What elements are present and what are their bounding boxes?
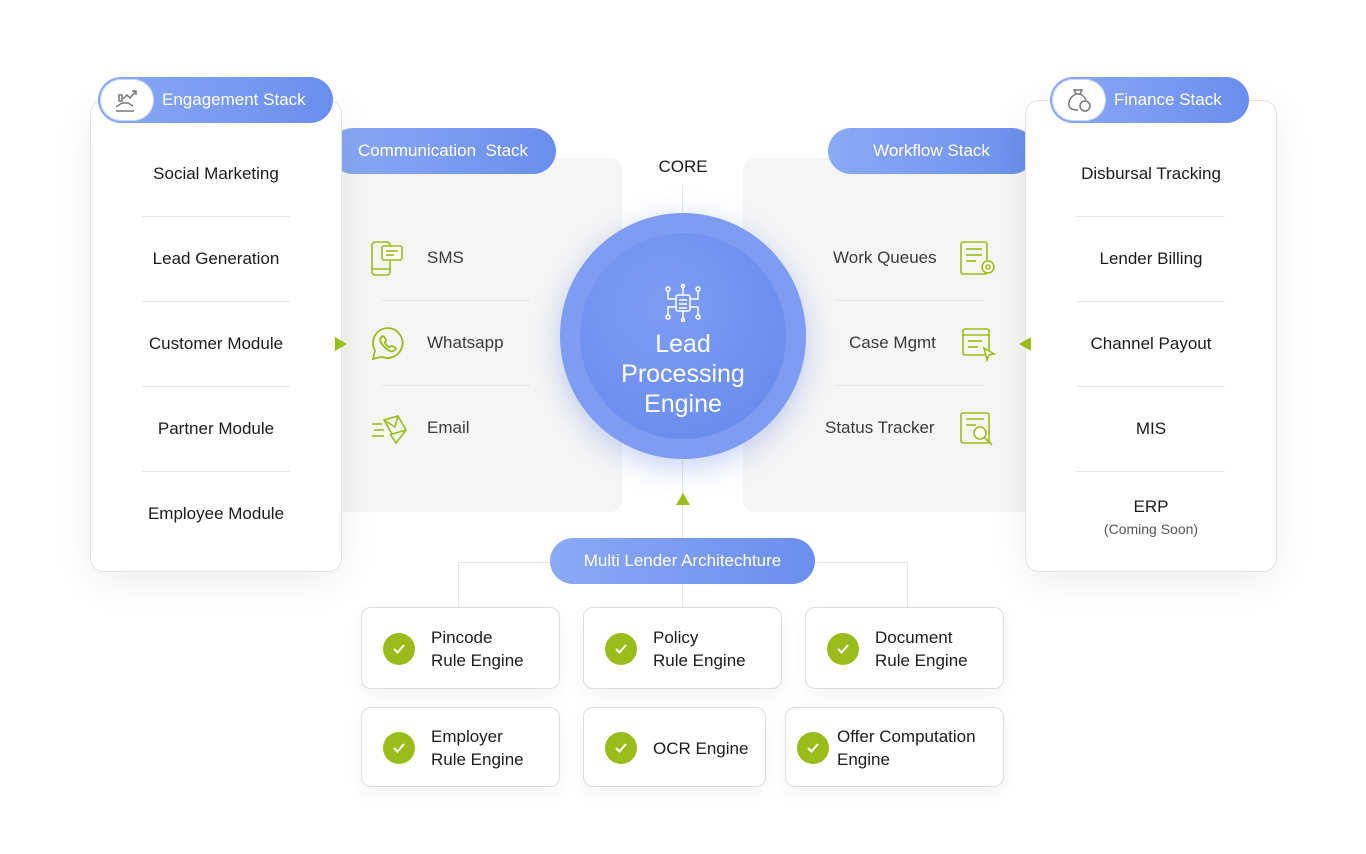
finance-item-erp: ERP (Coming Soon) [1026,497,1276,537]
core-label: CORE [658,157,708,176]
finance-separator [1077,386,1225,387]
engagement-stack-pill: Engagement Stack [98,77,333,123]
finance-item-disbursal-tracking: Disbursal Tracking [1081,164,1221,183]
engagement-item-lead-generation: Lead Generation [152,249,280,268]
finance-separator [1077,216,1225,217]
handshake-growth-icon [100,79,154,121]
core-top-line [682,185,683,215]
rule-line-2: Rule Engine [875,651,968,670]
work-queues-label: Work Queues [833,248,937,267]
queue-settings-icon [958,240,998,283]
finance-stack-pill: Finance Stack [1050,77,1249,123]
workflow-separator-2 [836,385,984,386]
finance-stack-title: Finance Stack [1114,90,1222,109]
engagement-separator [142,216,290,217]
engagement-separator [142,471,290,472]
pincode-rule-engine: Pincode Rule Engine [361,607,560,689]
sms-icon [368,240,408,283]
whatsapp-icon [369,325,407,368]
check-icon [605,732,637,764]
whatsapp-label: Whatsapp [427,333,504,352]
engagement-item-social-marketing: Social Marketing [153,164,279,183]
workflow-stack-title: Workflow Stack [873,141,990,160]
check-icon [383,732,415,764]
lender-tree-mid-line [682,582,683,608]
core-title-line-2: Processing [621,360,745,388]
erp-coming-soon: (Coming Soon) [1103,521,1199,537]
rule-line-1: Employer [431,727,503,746]
finance-item-lender-billing: Lender Billing [1099,249,1203,268]
communication-separator-1 [382,300,530,301]
engagement-item-customer-module: Customer Module [148,334,284,353]
communication-separator-2 [382,385,530,386]
employer-rule-text: Employer Rule Engine [431,725,524,771]
engagement-item-partner-module: Partner Module [157,419,275,438]
rule-line-1: Document [875,628,953,647]
finance-separator [1077,301,1225,302]
workflow-separator-1 [836,300,984,301]
policy-rule-text: Policy Rule Engine [653,626,746,672]
core-inner-circle: Lead Processing Engine [580,233,786,439]
multi-lender-pill: Multi Lender Architechture [550,538,815,584]
employer-rule-engine: Employer Rule Engine [361,707,560,787]
lead-processing-engine-circle: Lead Processing Engine [560,213,806,459]
offer-computation-engine: Offer Computation Engine [785,707,1004,787]
rule-line-2: Rule Engine [431,651,524,670]
money-bag-icon [1052,79,1106,121]
finance-item-mis: MIS [1135,419,1167,438]
finance-separator [1077,471,1225,472]
erp-label: ERP [1133,497,1169,516]
workflow-stack-pill: Workflow Stack [828,128,1035,174]
communication-stack-title: Communication Stack [357,141,529,160]
finance-arrow-icon [1019,337,1031,356]
engagement-item-employee-module: Employee Module [147,504,285,523]
ocr-rule-text: OCR Engine [653,737,748,760]
status-tracker-label: Status Tracker [825,418,935,437]
core-up-arrow-icon [676,492,690,510]
engagement-separator [142,301,290,302]
rule-line-2: Engine [837,750,890,769]
policy-rule-engine: Policy Rule Engine [583,607,782,689]
document-rule-engine: Document Rule Engine [805,607,1004,689]
engagement-arrow-icon [335,337,347,356]
check-icon [827,633,859,665]
engagement-stack-title: Engagement Stack [162,90,306,109]
rule-line-1: Policy [653,628,699,647]
rule-line-2: Rule Engine [653,651,746,670]
email-icon [370,412,410,451]
finance-item-channel-payout: Channel Payout [1090,334,1212,353]
rule-line-1: OCR Engine [653,739,749,758]
pincode-rule-text: Pincode Rule Engine [431,626,524,672]
lender-tree-right-line [907,562,908,608]
ocr-engine: OCR Engine [583,707,766,787]
check-icon [383,633,415,665]
status-search-icon [958,410,998,453]
case-document-icon [960,326,998,369]
engagement-stack-card: Social Marketing Lead Generation Custome… [90,100,342,572]
rule-line-1: Pincode [431,628,493,647]
rule-line-1: Offer Computation [837,727,976,746]
finance-stack-card: Disbursal Tracking Lender Billing Channe… [1025,100,1277,572]
communication-stack-pill: Communication Stack [330,128,556,174]
core-title-line-3: Engine [644,390,722,418]
check-icon [605,633,637,665]
lender-tree-left-line [458,562,459,608]
rule-line-2: Rule Engine [431,750,524,769]
multi-lender-title: Multi Lender Architechture [583,551,782,570]
engagement-separator [142,386,290,387]
offer-computation-rule-text: Offer Computation Engine [837,725,976,771]
document-rule-text: Document Rule Engine [875,626,968,672]
email-label: Email [427,418,470,437]
case-mgmt-label: Case Mgmt [849,333,936,352]
check-icon [797,732,829,764]
core-title-line-1: Lead [655,330,711,358]
sms-label: SMS [427,248,464,267]
circuit-chip-icon [662,283,704,328]
